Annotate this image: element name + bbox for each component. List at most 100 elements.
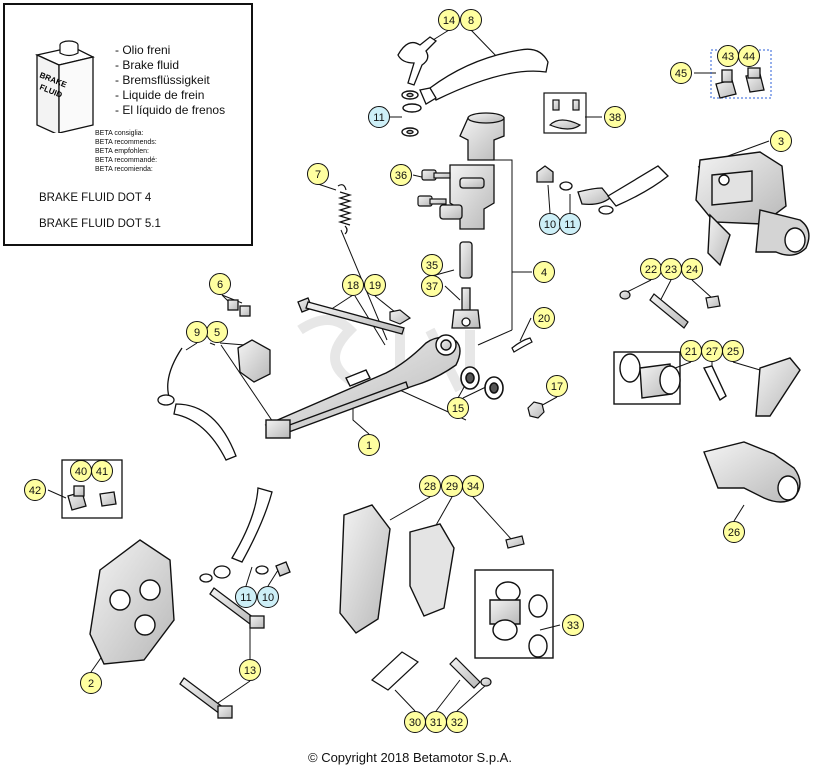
fluid-name-de: - Bremsflüssigkeit: [115, 73, 210, 87]
rear-caliper-3: [695, 151, 810, 267]
callout-circle: [421, 275, 443, 297]
callout-36: 36: [390, 164, 412, 186]
copyright-notice: © Copyright 2018 Betamotor S.p.A.: [308, 750, 512, 765]
pivot-bolt-18: [297, 297, 405, 335]
callout-number: 36: [395, 170, 407, 182]
callout-25: 25: [722, 340, 744, 362]
callout-18: 18: [342, 274, 364, 296]
callout-number: 6: [217, 279, 223, 291]
callout-8: 8: [460, 9, 482, 31]
bleeder-34: [505, 535, 525, 549]
callout-circle: [546, 375, 568, 397]
brake-hose-9: [157, 347, 237, 461]
callout-26: 26: [723, 521, 745, 543]
callout-9: 9: [186, 321, 208, 343]
pad-spring-30: [371, 651, 419, 691]
cotter-pin-20: [511, 337, 533, 353]
callout-number: 18: [347, 280, 359, 292]
callout-number: 2: [88, 678, 94, 690]
callout-number: 37: [426, 281, 438, 293]
recommends-en: BETA recommends:: [95, 139, 157, 146]
callout-11: 11: [559, 213, 581, 235]
callout-29: 29: [441, 475, 463, 497]
callout-33: 33: [562, 614, 584, 636]
callout-4: 4: [533, 261, 555, 283]
callout-3: 3: [770, 130, 792, 152]
callout-number: 11: [564, 219, 575, 231]
callout-circle: [209, 273, 231, 295]
callout-34: 34: [462, 475, 484, 497]
callout-number: 43: [722, 51, 734, 63]
callout-circle: [462, 475, 484, 497]
recommends-de: BETA empfohlen:: [95, 148, 149, 155]
bleed-kit-42: [61, 459, 123, 519]
callout-circle: [390, 164, 412, 186]
callout-number: 42: [29, 485, 41, 497]
bleed-parts-top: [536, 165, 669, 215]
callout-14: 14: [438, 9, 460, 31]
callout-circle: [723, 521, 745, 543]
callout-number: 25: [727, 346, 739, 358]
callout-number: 10: [262, 592, 274, 604]
callout-11: 11: [235, 586, 257, 608]
callout-circle: [419, 475, 441, 497]
callout-number: 23: [665, 264, 677, 276]
callout-42: 42: [24, 479, 46, 501]
callout-number: 30: [409, 717, 421, 729]
pedal-bracket-5: [227, 299, 271, 383]
callout-31: 31: [425, 711, 447, 733]
callout-number: 38: [609, 112, 621, 124]
callout-circle: [257, 586, 279, 608]
callout-24: 24: [681, 258, 703, 280]
fluid-name-es: - El líquido de frenos: [115, 103, 226, 117]
bolt-22-23-24: [619, 290, 721, 329]
bushings-15: [460, 366, 504, 400]
callout-44: 44: [738, 45, 760, 67]
recommends-it: BETA consiglia:: [95, 130, 144, 137]
callout-circle: [235, 586, 257, 608]
caliper-bracket-26: [703, 441, 801, 503]
fluid-name-fr: - Liquide de frein: [115, 88, 205, 102]
front-caliper-2: [89, 539, 175, 665]
callout-number: 28: [424, 481, 436, 493]
callout-number: 1: [366, 440, 372, 452]
callout-41: 41: [91, 460, 113, 482]
callout-19: 19: [364, 274, 386, 296]
callout-2: 2: [80, 672, 102, 694]
callout-37: 37: [421, 275, 443, 297]
callout-28: 28: [419, 475, 441, 497]
nut-17: [527, 401, 545, 419]
callout-45: 45: [670, 62, 692, 84]
callout-number: 44: [743, 51, 755, 63]
callout-circle: [358, 434, 380, 456]
callout-number: 13: [244, 665, 256, 677]
callout-6: 6: [209, 273, 231, 295]
callout-circle: [604, 106, 626, 128]
brake-hose-8: [397, 36, 549, 105]
callout-number: 24: [686, 264, 698, 276]
callout-number: 10: [544, 219, 556, 231]
callout-22: 22: [640, 258, 662, 280]
bolt-36: [417, 169, 451, 207]
callout-23: 23: [660, 258, 682, 280]
callout-circle: [239, 659, 261, 681]
callout-circle: [460, 9, 482, 31]
callout-number: 17: [551, 381, 563, 393]
callout-circle: [738, 45, 760, 67]
callout-32: 32: [446, 711, 468, 733]
callout-number: 4: [541, 267, 547, 279]
reservoir-cap-38: [543, 92, 587, 134]
pin-19: [389, 309, 412, 325]
brake-pads-28-29: [339, 504, 455, 634]
callout-15: 15: [447, 397, 469, 419]
recommends-fr: BETA recommandé:: [95, 157, 158, 164]
callout-circle: [447, 397, 469, 419]
callout-number: 3: [778, 136, 784, 148]
callout-27: 27: [701, 340, 723, 362]
callout-number: 34: [467, 481, 479, 493]
callout-number: 9: [194, 327, 200, 339]
recommends-es: BETA recomienda:: [95, 166, 153, 173]
callout-number: 8: [468, 15, 474, 27]
callout-11: 11: [368, 106, 390, 128]
